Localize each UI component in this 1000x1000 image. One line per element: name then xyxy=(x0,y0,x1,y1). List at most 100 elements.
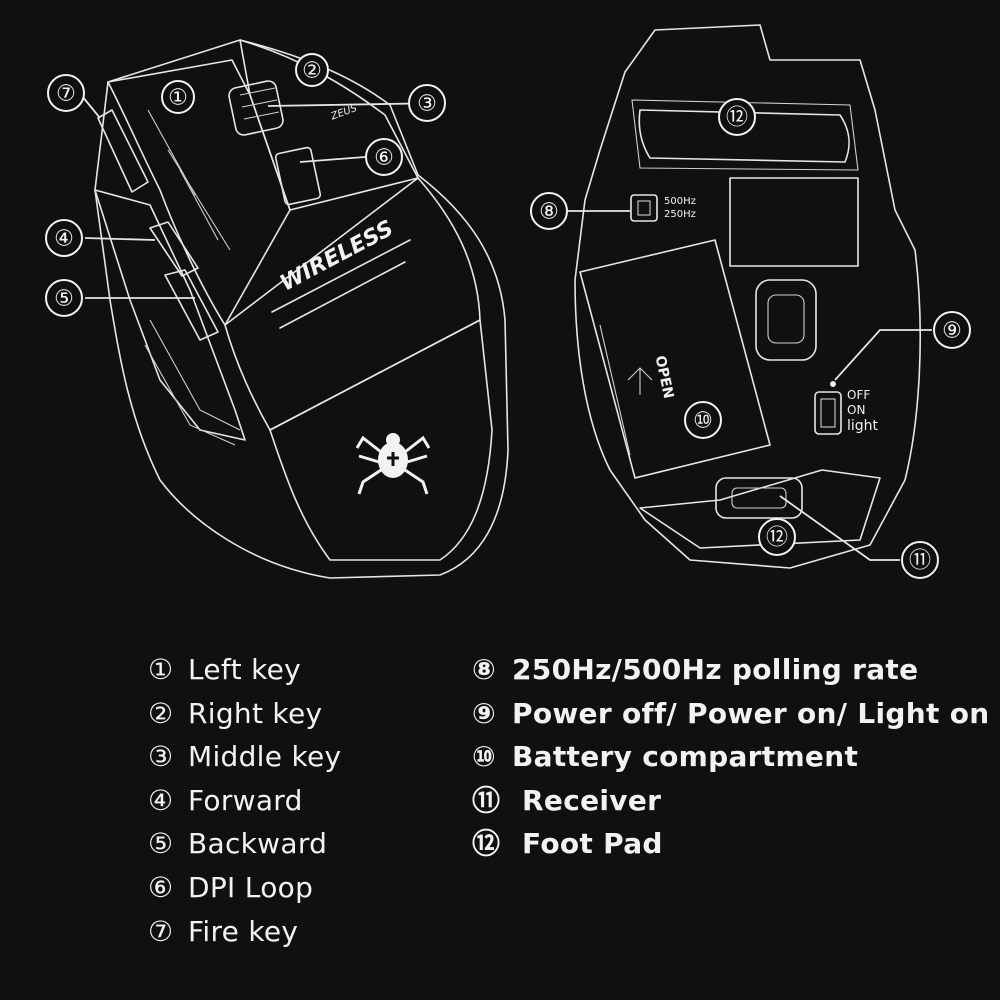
legend-item: ⑫ Foot Pad xyxy=(472,822,989,866)
legend-number: ⑪ xyxy=(472,783,501,817)
mouse-top-outline xyxy=(94,39,509,579)
legend-label: Fire key xyxy=(188,914,299,948)
svg-text:④: ④ xyxy=(54,227,74,252)
callout-9: ⑨ xyxy=(933,311,971,349)
palm-lower xyxy=(269,319,493,561)
right-button-outline xyxy=(239,39,419,211)
svg-text:⑨: ⑨ xyxy=(942,319,962,344)
mouse-diagram: WIRELESS ZEUS OPEN 5 xyxy=(45,24,971,579)
side-panel xyxy=(94,189,246,441)
legend-number: ④ xyxy=(148,783,174,817)
mouse-top-view: WIRELESS ZEUS xyxy=(94,39,509,579)
power-switch-dot xyxy=(830,381,836,387)
legend-label: Battery compartment xyxy=(512,740,859,774)
legend-number: ① xyxy=(148,653,174,686)
svg-text:⑩: ⑩ xyxy=(693,409,713,434)
svg-text:⑤: ⑤ xyxy=(54,287,74,312)
sensor-inner xyxy=(767,294,805,344)
top-foot-pad xyxy=(638,109,850,163)
legend-number: ⑥ xyxy=(148,870,174,904)
callouts: ① ② ③ ④ ⑤ ⑥ ⑦ ⑧ ⑨ ⑩ ⑪ ⑫ ⑫ xyxy=(45,53,971,579)
legend-label: Left key xyxy=(188,653,301,686)
fire-key-outline xyxy=(97,109,149,193)
power-label-on: ON xyxy=(847,403,865,417)
callout-12-bottom: ⑫ xyxy=(758,518,796,556)
sensor-outline xyxy=(755,279,817,361)
callout-8: ⑧ xyxy=(530,192,568,230)
callout-2: ② xyxy=(295,53,329,87)
mouse-bottom-outline xyxy=(574,24,921,569)
polling-label-250: 250Hz xyxy=(664,209,696,220)
battery-cover xyxy=(579,239,771,479)
polling-switch-knob xyxy=(637,200,651,216)
legend-item: ② Right key xyxy=(148,692,341,736)
polling-switch xyxy=(630,194,658,222)
legend-number: ⑦ xyxy=(148,914,174,948)
forward-button-outline xyxy=(149,221,199,277)
legend-label: Right key xyxy=(188,696,323,730)
receiver-slot xyxy=(715,477,803,519)
legend-number: ② xyxy=(148,696,174,730)
legend-item: ⑧ 250Hz/500Hz polling rate xyxy=(472,648,989,692)
scroll-wheel-ridges xyxy=(239,87,280,120)
callout-5: ⑤ xyxy=(45,279,83,317)
legend-label: Middle key xyxy=(188,740,342,774)
label-area xyxy=(729,177,859,267)
leader-11 xyxy=(779,495,900,561)
left-button-outline xyxy=(107,59,291,326)
legend-item: ③ Middle key xyxy=(148,735,341,779)
side-groove-1 xyxy=(149,319,241,431)
legend-item: ⑪ Receiver xyxy=(472,779,989,823)
leader-4 xyxy=(84,237,156,241)
svg-text:⑪: ⑪ xyxy=(909,549,931,574)
palm-seam xyxy=(224,177,481,431)
callout-10: ⑩ xyxy=(684,401,722,439)
polling-label-500: 500Hz xyxy=(664,196,696,207)
left-key-stripe-2 xyxy=(167,149,231,251)
legend-label: DPI Loop xyxy=(188,870,314,904)
legend-label: 250Hz/500Hz polling rate xyxy=(512,653,919,686)
legend-item: ⑩ Battery compartment xyxy=(472,735,989,779)
power-label-off: OFF xyxy=(847,388,870,402)
legend-label: Backward xyxy=(188,827,328,861)
bottom-foot-pad xyxy=(639,469,881,549)
legend-number: ⑤ xyxy=(148,827,174,861)
callout-12-top: ⑫ xyxy=(718,98,756,136)
leader-7 xyxy=(81,95,101,119)
svg-text:⑦: ⑦ xyxy=(56,82,76,107)
power-switch xyxy=(814,391,842,435)
top-foot-pad-inner xyxy=(631,99,859,171)
svg-text:⑥: ⑥ xyxy=(374,146,394,171)
left-key-stripe-3 xyxy=(179,169,219,241)
svg-text:③: ③ xyxy=(417,92,437,117)
dpi-button-outline xyxy=(274,146,322,206)
spider-logo xyxy=(355,433,431,495)
battery-open-label: OPEN xyxy=(652,354,677,400)
battery-notch xyxy=(599,324,631,456)
backward-button-outline xyxy=(164,269,219,341)
legend-number: ⑧ xyxy=(472,653,497,686)
power-switch-knob xyxy=(820,398,836,428)
legend-item: ⑤ Backward xyxy=(148,822,341,866)
receiver-slot-inner xyxy=(731,487,787,509)
legend-number: ③ xyxy=(148,740,174,774)
legend-number: ⑩ xyxy=(472,740,497,774)
svg-text:⑧: ⑧ xyxy=(539,200,559,225)
legend-number: ⑫ xyxy=(472,827,501,861)
callout-4: ④ xyxy=(45,219,83,257)
callout-7: ⑦ xyxy=(47,74,85,112)
leader-6 xyxy=(299,156,366,163)
brand-underline-1 xyxy=(271,239,411,313)
battery-arrow xyxy=(627,367,653,395)
legend-label: Foot Pad xyxy=(512,827,663,861)
callout-11: ⑪ xyxy=(901,541,939,579)
svg-text:⑫: ⑫ xyxy=(726,106,748,131)
legend-item: ⑦ Fire key xyxy=(148,910,341,954)
brand-underline-2 xyxy=(279,261,406,329)
svg-text:①: ① xyxy=(168,86,188,111)
legend-item: ⑥ DPI Loop xyxy=(148,866,341,910)
